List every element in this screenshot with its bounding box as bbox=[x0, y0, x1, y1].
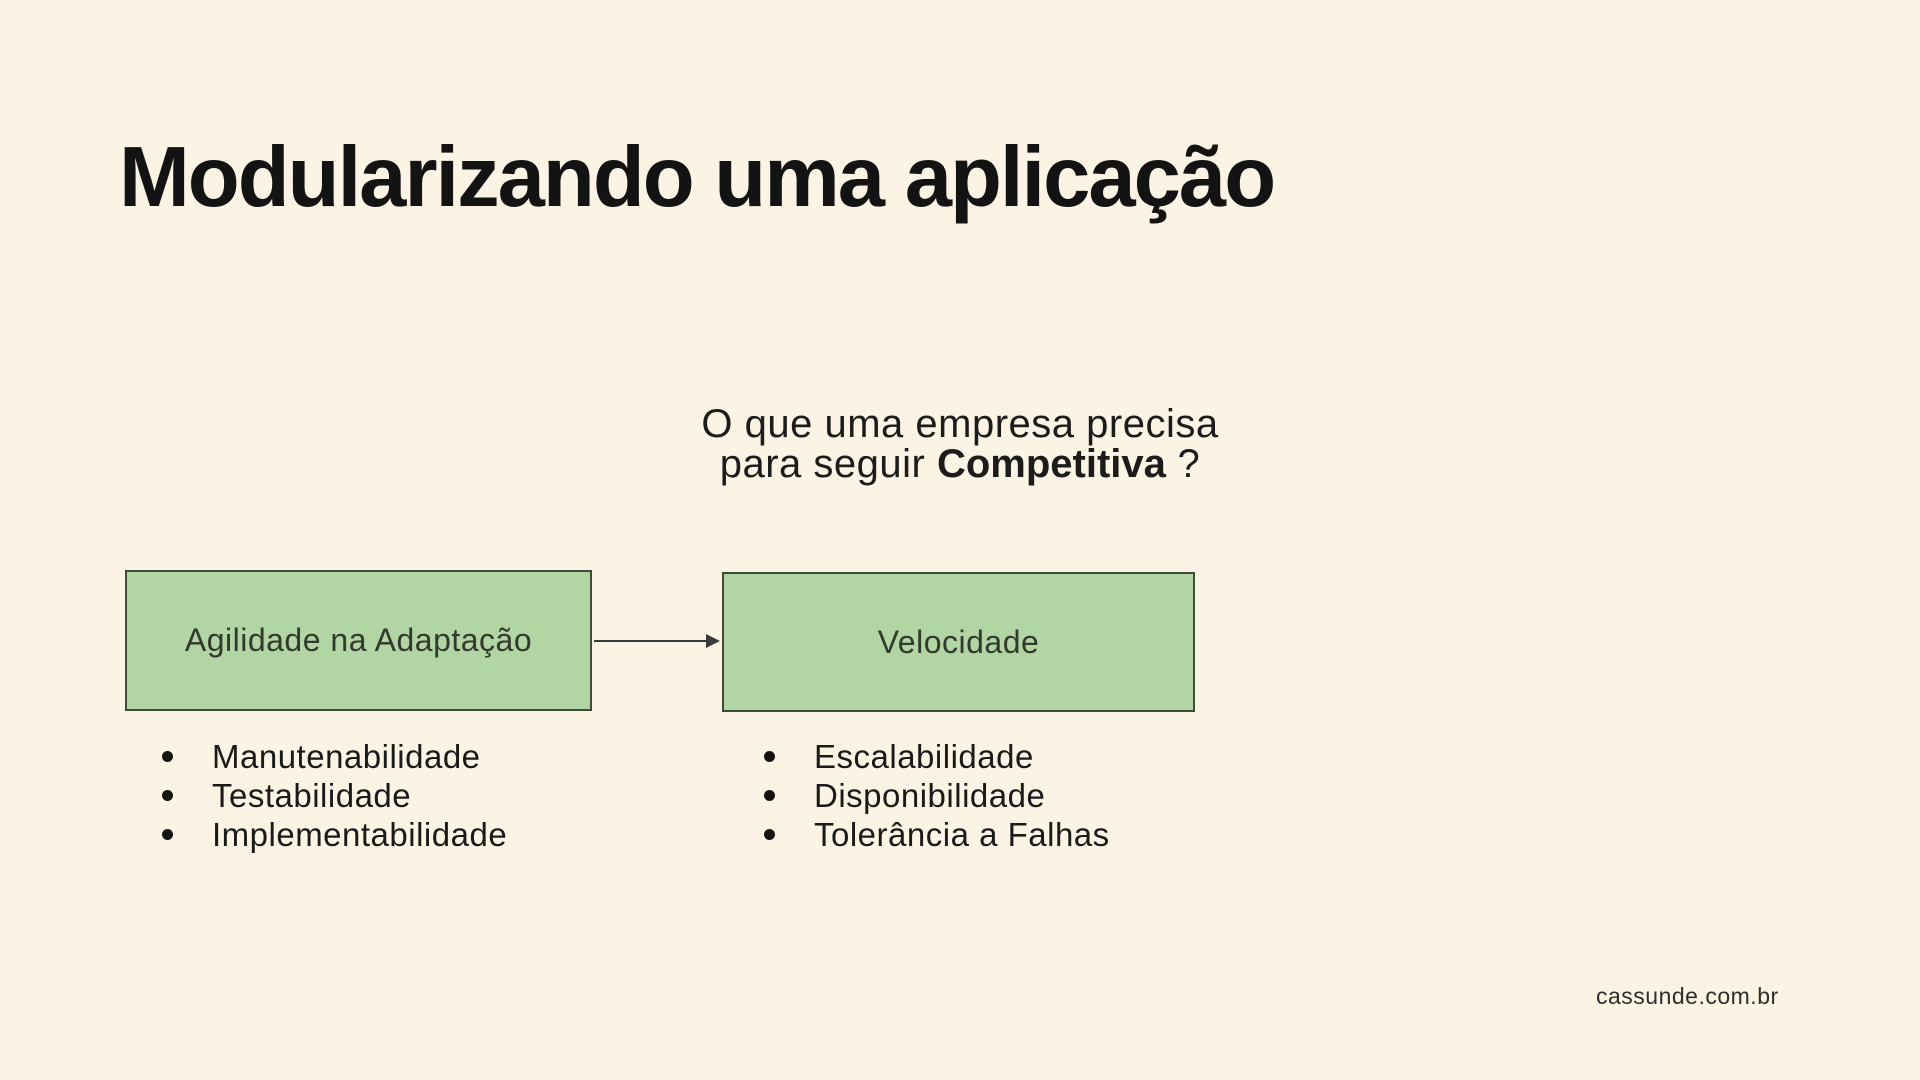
bullet-icon bbox=[162, 790, 173, 801]
bullet-icon bbox=[162, 829, 173, 840]
question-line-2-prefix: para seguir bbox=[719, 442, 937, 486]
list-item: Testabilidade bbox=[162, 776, 507, 815]
list-item: Implementabilidade bbox=[162, 815, 507, 854]
list-item: Escalabilidade bbox=[764, 737, 1110, 776]
question-block: O que uma empresa precisa para seguir Co… bbox=[660, 404, 1260, 484]
question-line-2: para seguir Competitiva ? bbox=[660, 444, 1260, 484]
slide-title: Modularizando uma aplicação bbox=[119, 129, 1276, 225]
bullet-icon bbox=[764, 790, 775, 801]
diagram-box-agilidade: Agilidade na Adaptação bbox=[125, 570, 592, 711]
arrow-connector-line bbox=[594, 640, 708, 642]
question-line-2-suffix: ? bbox=[1165, 442, 1201, 486]
diagram-box-velocidade-label: Velocidade bbox=[877, 623, 1040, 660]
bullet-icon bbox=[162, 751, 173, 762]
bullet-icon bbox=[764, 829, 775, 840]
arrow-right-icon bbox=[706, 634, 720, 648]
list-item-label: Disponibilidade bbox=[814, 776, 1046, 814]
diagram-box-velocidade: Velocidade bbox=[722, 572, 1195, 712]
question-keyword: Competitiva bbox=[936, 442, 1166, 486]
bullet-list-left: Manutenabilidade Testabilidade Implement… bbox=[162, 737, 507, 854]
list-item-label: Testabilidade bbox=[212, 776, 412, 814]
question-line-1: O que uma empresa precisa bbox=[701, 402, 1219, 446]
list-item-label: Manutenabilidade bbox=[212, 737, 481, 775]
list-item: Manutenabilidade bbox=[162, 737, 507, 776]
list-item-label: Escalabilidade bbox=[814, 737, 1034, 775]
diagram-box-agilidade-label: Agilidade na Adaptação bbox=[184, 622, 533, 658]
list-item-label: Implementabilidade bbox=[212, 815, 508, 853]
list-item-label: Tolerância a Falhas bbox=[814, 815, 1110, 853]
bullet-icon bbox=[764, 751, 775, 762]
list-item: Tolerância a Falhas bbox=[764, 815, 1110, 854]
footer-url: cassunde.com.br bbox=[1596, 983, 1779, 1009]
list-item: Disponibilidade bbox=[764, 776, 1110, 815]
bullet-list-right: Escalabilidade Disponibilidade Tolerânci… bbox=[764, 737, 1110, 854]
